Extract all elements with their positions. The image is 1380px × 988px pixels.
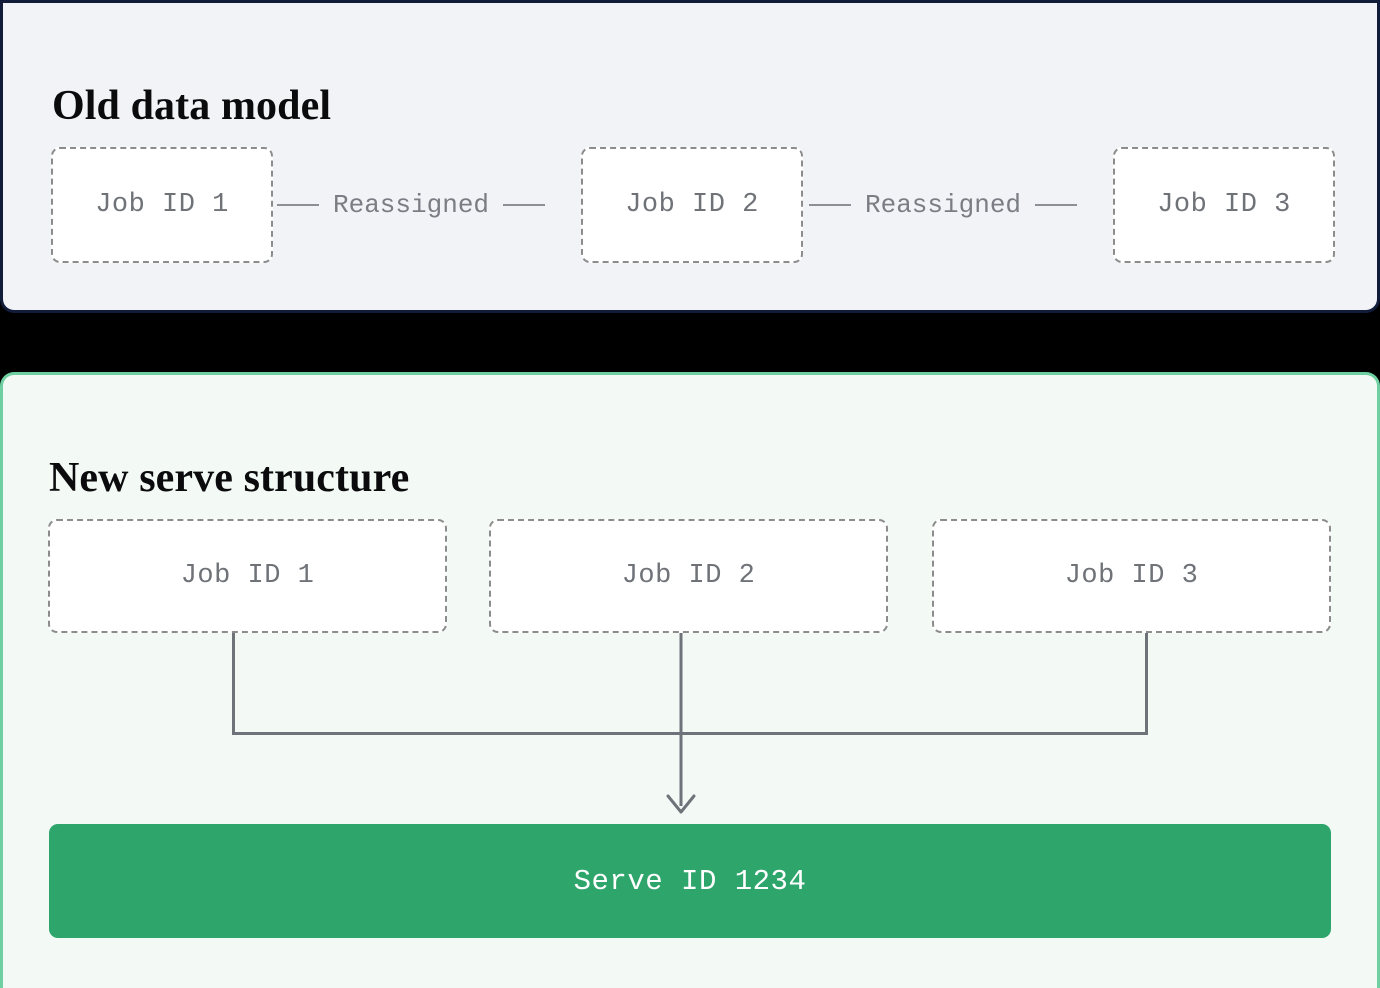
- new-job-node-3[interactable]: Job ID 3: [932, 519, 1331, 633]
- old-link-2: Reassigned: [809, 190, 1078, 220]
- old-job-node-2[interactable]: Job ID 2: [581, 147, 803, 263]
- old-panel-title: Old data model: [52, 82, 332, 129]
- old-link-1-label: Reassigned: [333, 190, 490, 220]
- link-line-right-icon: [503, 204, 546, 206]
- old-panel-node-row: Job ID 1 Reassigned Job ID 2 Reassigned …: [3, 0, 1377, 310]
- link-line-left-icon: [277, 204, 319, 206]
- old-job-node-1[interactable]: Job ID 1: [51, 147, 273, 263]
- new-job-node-1[interactable]: Job ID 1: [48, 519, 447, 633]
- link-line-right-icon: [1035, 204, 1078, 206]
- old-link-1: Reassigned: [277, 190, 546, 220]
- serve-id-target[interactable]: Serve ID 1234: [49, 824, 1331, 938]
- old-job-node-3[interactable]: Job ID 3: [1113, 147, 1335, 263]
- new-panel-title: New serve structure: [49, 454, 410, 501]
- new-job-node-2[interactable]: Job ID 2: [489, 519, 888, 633]
- old-data-model-panel: Old data model Job ID 1 Reassigned Job I…: [0, 0, 1380, 313]
- link-line-left-icon: [809, 204, 851, 206]
- old-link-2-label: Reassigned: [865, 190, 1022, 220]
